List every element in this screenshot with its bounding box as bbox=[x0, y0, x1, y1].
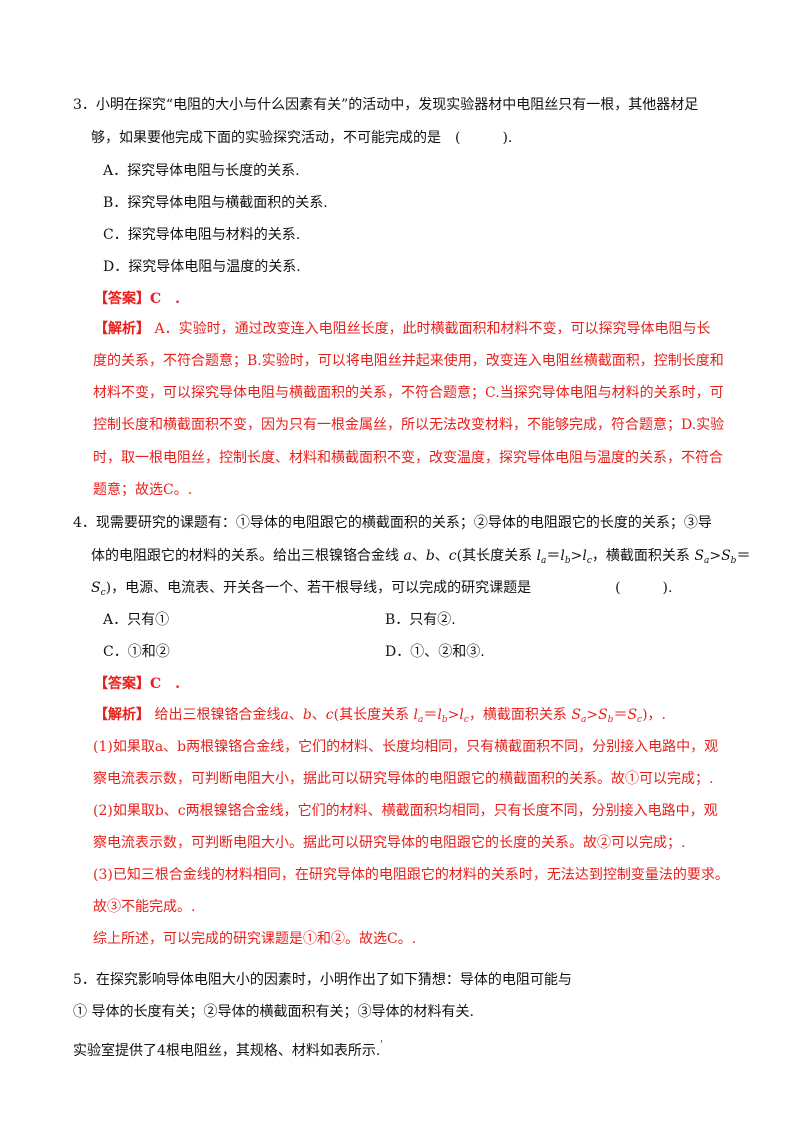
sub-c: c bbox=[463, 715, 469, 725]
len-l: l bbox=[536, 548, 542, 564]
q3-answer-value: C . bbox=[150, 291, 181, 307]
sep: 、 bbox=[311, 707, 326, 723]
q4-analysis-line-1: 【解析】 给出三根镍铬合金线a、b、c(其长度关系 la＝lb>lc，横截面积关… bbox=[94, 705, 666, 725]
var-b: b bbox=[425, 548, 435, 564]
q3-answer: 【答案】C . bbox=[94, 289, 180, 309]
q4-analysis-line-6: (3)已知三根合金线的材料相同，在研究导体的电阻跟它的材料的关系时，无法达到控制… bbox=[93, 867, 729, 883]
q4-stem-text: (其长度关系 bbox=[456, 548, 533, 564]
sub-b: b bbox=[564, 556, 571, 566]
q4-stem-text: 体的电阻跟它的材料的关系。给出三根镍铬合金线 bbox=[91, 548, 399, 564]
stray-mark: ' bbox=[380, 1040, 383, 1050]
q4-answer: 【答案】C . bbox=[94, 674, 180, 694]
gt: > bbox=[709, 548, 722, 564]
q4-analysis-text: (其长度关系 bbox=[333, 707, 410, 723]
q5-stem-line-2: ① 导体的长度有关；②导体的横截面积有关；③导体的材料有关. bbox=[73, 1004, 474, 1020]
q3-analysis-line-2: 度的关系，不符合题意；B.实验时，可以将电阻丝并起来使用，改变连入电阻丝横截面积… bbox=[93, 353, 724, 369]
sub-a: a bbox=[580, 715, 587, 725]
q4-analysis-text: )，. bbox=[642, 707, 666, 723]
q3-option-b: B．探究导体电阻与横截面积的关系. bbox=[103, 195, 328, 211]
gt: > bbox=[570, 548, 583, 564]
q3-option-a: A．探究导体电阻与长度的关系. bbox=[103, 163, 300, 179]
sep: 、 bbox=[288, 707, 303, 723]
var-b: b bbox=[302, 707, 312, 723]
sub-a: a bbox=[703, 556, 710, 566]
area-s: S bbox=[694, 548, 704, 564]
q3-analysis-line-6: 题意；故选C。. bbox=[93, 482, 193, 498]
q4-stem-text: ，横截面积关系 bbox=[591, 548, 690, 564]
sub-a: a bbox=[541, 556, 547, 566]
var-c: c bbox=[325, 707, 334, 723]
sub-c: c bbox=[637, 715, 643, 725]
q3-stem-line-1: 3．小明在探究“电阻的大小与什么因素有关”的活动中，发现实验器材中电阻丝只有一根… bbox=[73, 97, 699, 113]
len-l: l bbox=[413, 707, 419, 723]
q4-option-c: C．①和② bbox=[103, 644, 170, 660]
q4-stem-line-1: 4．现需要研究的课题有：①导体的电阻跟它的横截面积的关系；②导体的电阻跟它的长度… bbox=[73, 515, 712, 531]
q4-analysis-line-8: 综上所述，可以完成的研究课题是①和②。故选C。. bbox=[93, 931, 417, 947]
sep: 、 bbox=[434, 548, 449, 564]
q4-analysis-line-5: 察电流表示数，可判断电阻大小。据此可以研究导体的电阻跟它的长度的关系。故②可以完… bbox=[93, 835, 686, 851]
q3-stem-line-2: 够，如果要他完成下面的实验探究活动，不可能完成的是 ( ). bbox=[91, 130, 513, 146]
q4-stem-line-2: 体的电阻跟它的材料的关系。给出三根镍铬合金线 a、b、c(其长度关系 la＝lb… bbox=[91, 546, 750, 566]
q4-answer-label: 【答案】 bbox=[94, 676, 150, 692]
q3-analysis-line-1: 【解析】 A．实验时，通过改变连入电阻丝长度，此时横截面积和材料不变，可以探究导… bbox=[94, 319, 711, 339]
sub-b: b bbox=[607, 715, 614, 725]
sub-a: a bbox=[418, 715, 424, 725]
area-s: S bbox=[721, 548, 731, 564]
var-c: c bbox=[448, 548, 457, 564]
q3-analysis-label: 【解析】 bbox=[94, 321, 150, 337]
sub-b: b bbox=[730, 556, 737, 566]
q3-option-c: C．探究导体电阻与材料的关系. bbox=[103, 227, 301, 243]
area-s: S bbox=[91, 580, 101, 596]
eq: ＝ bbox=[546, 548, 561, 564]
q4-option-a: A．只有① bbox=[103, 612, 170, 628]
sep: 、 bbox=[411, 548, 426, 564]
var-a: a bbox=[280, 707, 289, 723]
q4-analysis-line-4: (2)如果取b、c两根镍铬合金线，它们的材料、横截面积均相同，只有长度不同，分别… bbox=[93, 803, 718, 819]
eq: ＝ bbox=[423, 707, 438, 723]
q3-option-d: D．探究导体电阻与温度的关系. bbox=[103, 259, 301, 275]
q3-analysis-line-5: 时，取一根电阻丝，控制长度、材料和横截面积不变，改变温度，探究导体电阻与温度的关… bbox=[93, 450, 723, 466]
q4-option-b: B．只有②. bbox=[385, 612, 456, 628]
eq: ＝ bbox=[736, 548, 751, 564]
q4-analysis-text: 给出三根镍铬合金线 bbox=[154, 707, 281, 723]
q4-analysis-line-7: 故③不能完成。. bbox=[93, 899, 196, 915]
q4-option-d: D．①、②和③. bbox=[385, 644, 485, 660]
q4-answer-value: C . bbox=[150, 676, 181, 692]
eq: ＝ bbox=[613, 707, 628, 723]
q4-analysis-line-3: 察电流表示数，可判断电阻大小，据此可以研究导体的电阻跟它的横截面积的关系。故①可… bbox=[93, 771, 714, 787]
len-l: l bbox=[437, 707, 442, 723]
q4-analysis-label: 【解析】 bbox=[94, 707, 150, 723]
q4-analysis-text: ，横截面积关系 bbox=[468, 707, 567, 723]
area-s: S bbox=[571, 707, 581, 723]
gt: > bbox=[586, 707, 599, 723]
q5-stem-line-1: 5．在探究影响导体电阻大小的因素时，小明作出了如下猜想：导体的电阻可能与 bbox=[73, 972, 572, 988]
q4-analysis-line-2: (1)如果取a、b两根镍铬合金线，它们的材料、长度均相同，只有横截面积不同，分别… bbox=[93, 739, 719, 755]
q3-analysis-line-4: 控制长度和横截面积不变，因为只有一根金属丝，所以无法改变材料，不能够完成，符合题… bbox=[93, 417, 725, 433]
len-l: l bbox=[582, 548, 587, 564]
q5-stem-line-3: 实验室提供了4根电阻丝，其规格、材料如表所示.' bbox=[73, 1035, 383, 1061]
gt: > bbox=[447, 707, 460, 723]
q3-answer-label: 【答案】 bbox=[94, 291, 150, 307]
q3-analysis-line-3: 材料不变，可以探究导体电阻与横截面积的关系，不符合题意；C.当探究导体电阻与材料… bbox=[93, 385, 724, 401]
sub-c: c bbox=[100, 588, 106, 598]
var-a: a bbox=[403, 548, 412, 564]
q4-stem-line-3: Sc)，电源、电流表、开关各一个、若干根导线，可以完成的研究课题是 ( ). bbox=[91, 578, 672, 598]
q5-stem-text: 实验室提供了4根电阻丝，其规格、材料如表所示. bbox=[73, 1043, 381, 1059]
sub-b: b bbox=[441, 715, 448, 725]
sub-c: c bbox=[586, 556, 592, 566]
area-s: S bbox=[627, 707, 638, 723]
area-s: S bbox=[598, 707, 608, 723]
q3-analysis-text-1: A．实验时，通过改变连入电阻丝长度，此时横截面积和材料不变，可以探究导体电阻与长 bbox=[154, 321, 711, 337]
q4-stem-text: )，电源、电流表、开关各一个、若干根导线，可以完成的研究课题是 ( ). bbox=[105, 580, 673, 596]
len-l: l bbox=[560, 548, 565, 564]
len-l: l bbox=[459, 707, 464, 723]
